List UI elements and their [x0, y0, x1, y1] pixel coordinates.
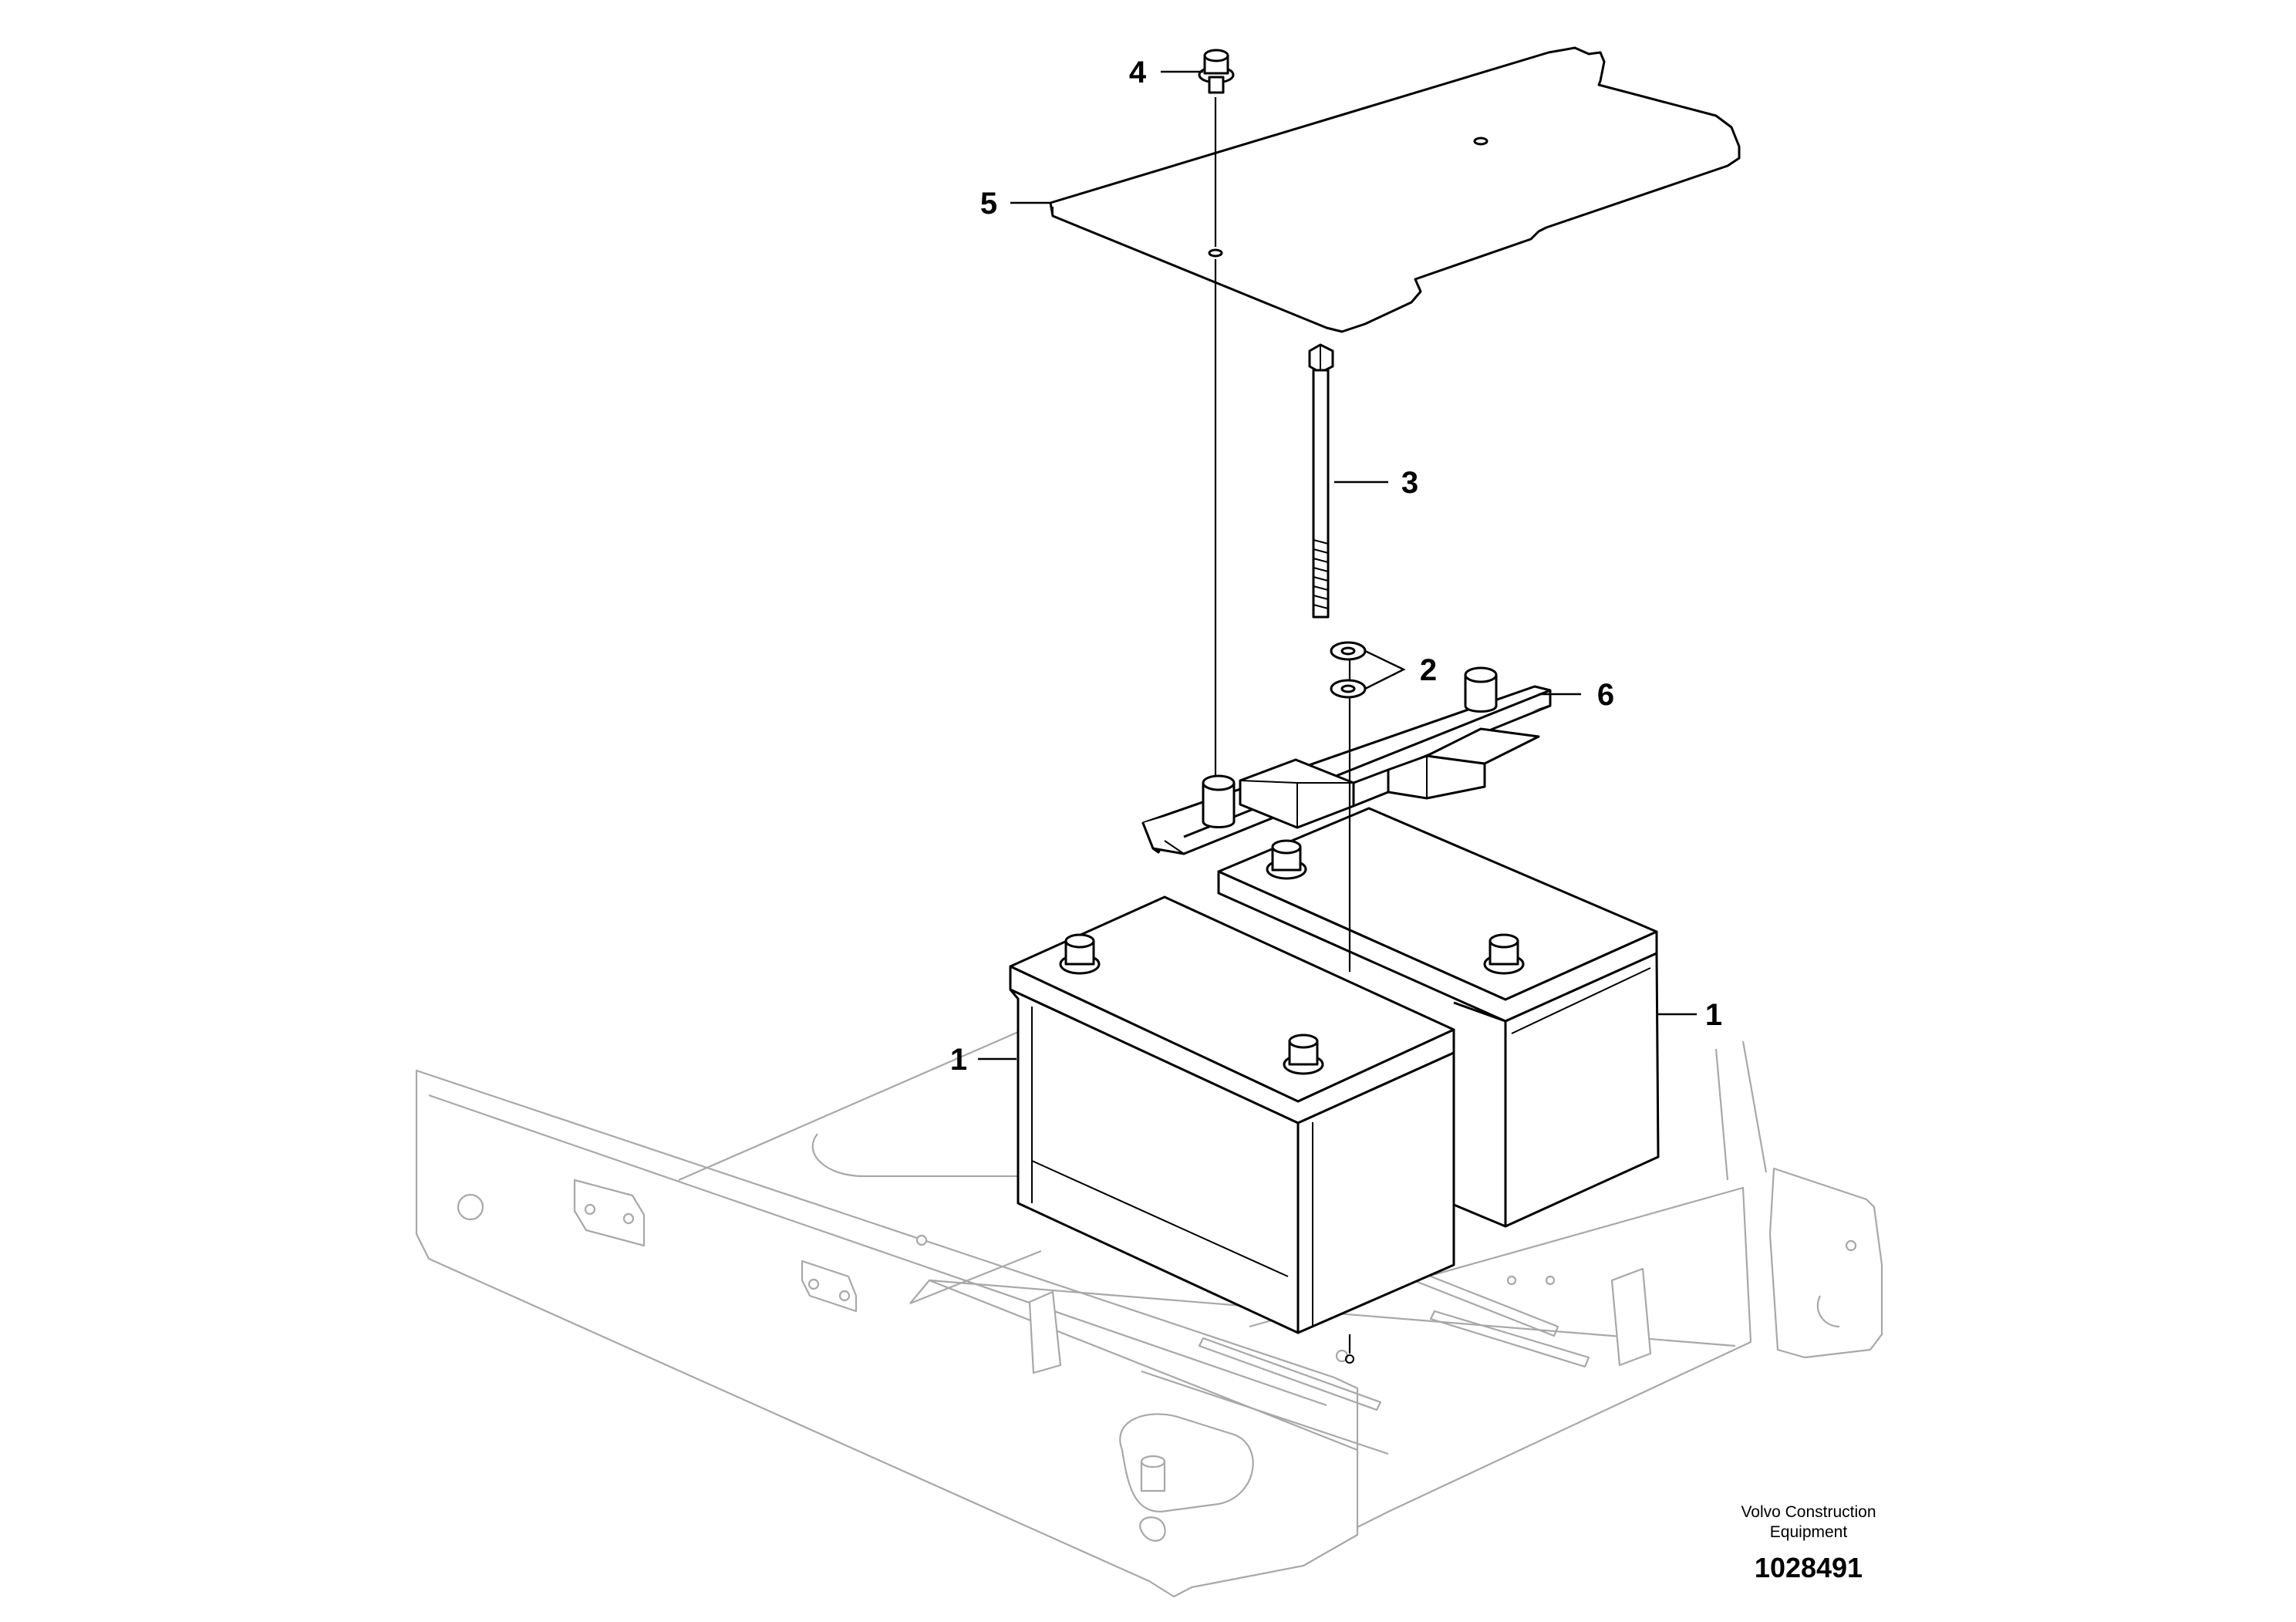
credit-line-2: Equipment [1770, 1523, 1848, 1541]
callout-5: 5 [980, 187, 997, 221]
cover-plate [1049, 46, 1741, 333]
battery-base-frame [415, 1020, 1883, 1598]
battery-rear [1217, 807, 1660, 1228]
rear-battery-terminal-2 [1483, 933, 1525, 975]
callout-1-front-battery: 1 [950, 1043, 967, 1077]
credit-block: Volvo Construction Equipment 1028491 [1741, 1503, 1876, 1583]
assembly-axes [1214, 97, 1354, 1364]
leader-lines [978, 70, 1697, 1061]
hold-down-bracket [1141, 666, 1552, 855]
callout-1-rear-battery: 1 [1705, 998, 1722, 1032]
callout-3: 3 [1401, 466, 1418, 500]
cover-screw [1198, 49, 1235, 94]
hold-down-rod [1308, 343, 1334, 619]
drawing-number: 1028491 [1755, 1552, 1863, 1583]
callout-2: 2 [1420, 653, 1437, 687]
callout-4: 4 [1129, 56, 1147, 89]
front-battery-terminal-1 [1059, 933, 1101, 975]
credit-line-1: Volvo Construction [1741, 1503, 1876, 1521]
callout-6: 6 [1597, 678, 1614, 712]
battery-front [1009, 895, 1455, 1334]
rear-battery-terminal-1 [1266, 839, 1307, 880]
washers [1330, 641, 1367, 699]
front-battery-terminal-2 [1283, 1034, 1324, 1075]
